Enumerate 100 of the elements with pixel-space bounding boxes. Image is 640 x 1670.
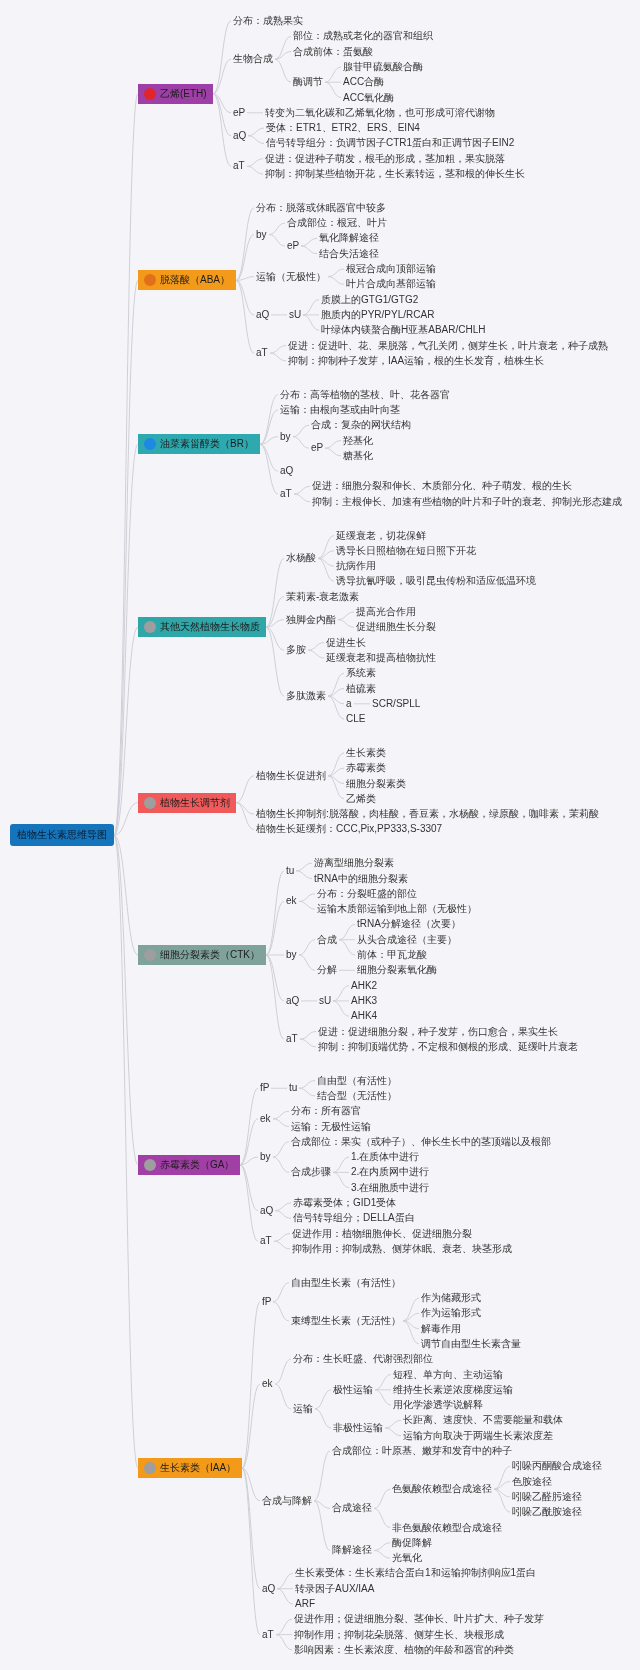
subtopic-text: 长距离、速度快、不需要能量和载体 [402, 1413, 564, 1428]
subtopic-text: 束缚型生长素（无活性） [290, 1313, 402, 1328]
connector-line [274, 1210, 292, 1219]
subtopic-text: 运输（无极性） [255, 269, 327, 284]
connector-line [332, 1156, 350, 1173]
connector-line [374, 1374, 392, 1391]
connector-line [274, 51, 292, 60]
connector-line [324, 447, 342, 457]
subtopic-text: 糖基化 [342, 448, 374, 463]
subtopic-text: 延缓衰老和提高植物抗性 [325, 650, 437, 665]
subtopic-text: 分布：脱落或休眠器官中较多 [255, 200, 387, 215]
connector-line [275, 1618, 293, 1636]
subtopic-text: 合成前体：蛋氨酸 [292, 44, 374, 59]
connector-line [298, 939, 316, 956]
subtopic-text: aT [259, 1234, 273, 1249]
connector-line [259, 436, 279, 445]
connector-line [212, 58, 232, 95]
subtopic-text: 2.在内质网中进行 [350, 1165, 431, 1180]
subtopic-text: 促进：细胞分裂和伸长、木质部分化、种子萌发、根的生长 [311, 479, 573, 494]
subtopic-text: 分解 [316, 963, 338, 978]
subtopic-text: 赤霉素类 [345, 761, 387, 776]
subtopic-text: 乙烯类 [345, 791, 377, 806]
connector-line [324, 440, 342, 449]
connector-line [300, 245, 318, 255]
subtopic-text: 光氧化 [391, 1551, 423, 1566]
subtopic-text: 胞质内的PYR/PYL/RCAR [320, 307, 436, 322]
connector-line [212, 20, 232, 95]
subtopic-text: 酶调节 [292, 75, 324, 90]
subtopic-text: 促进：促进细胞分裂，种子发芽，伤口愈合，果实生长 [317, 1024, 559, 1039]
connector-line [313, 1500, 331, 1551]
connector-line [274, 1202, 292, 1212]
connector-line [269, 345, 287, 354]
subtopic-text: 部位：成熟或老化的器官和组织 [292, 29, 434, 44]
connector-line [259, 443, 279, 495]
connector-line [275, 1634, 293, 1651]
branch-label: 生长素类（IAA） [160, 1461, 237, 1476]
connector-line [327, 268, 345, 278]
connector-line [298, 1080, 316, 1089]
subtopic-text: 运输：无极性运输 [290, 1119, 372, 1134]
connector-line [259, 394, 279, 445]
subtopic-text: sU [318, 993, 333, 1008]
central-topic-box: 植物生长素思维导图 [10, 824, 114, 847]
subtopic-text: aT [285, 1032, 299, 1047]
subtopic-text: 分布：所有器官 [290, 1104, 362, 1119]
connector-line [265, 596, 285, 628]
connector-line [239, 1164, 259, 1212]
subtopic-text: 合成途径 [331, 1501, 373, 1516]
subtopic-text: by [259, 1150, 272, 1165]
subtopic-text: 细胞分裂素氧化酶 [356, 963, 438, 978]
subtopic-text: 质膜上的GTG1/GTG2 [320, 292, 420, 307]
connector-line [402, 1320, 420, 1345]
subtopic-text: SCR/SPLL [371, 696, 422, 711]
subtopic-text: eP [286, 239, 301, 254]
subtopic-text: 细胞分裂素类 [345, 776, 407, 791]
subtopic-text: tRNA中的细胞分裂素 [313, 871, 409, 886]
subtopic-text: aT [255, 346, 269, 361]
connector-line [235, 802, 255, 830]
connector-line [314, 1389, 332, 1410]
subtopic-text: 解毒作用 [420, 1321, 462, 1336]
subtopic-text: 影响因素：生长素浓度、植物的年龄和器官的种类 [293, 1642, 515, 1657]
connector-line [374, 1389, 392, 1406]
connector-line [113, 626, 139, 836]
branch-label: 其他天然植物生长物质 [160, 620, 260, 635]
subtopic-text: 抑制：抑制种子发芽，IAA运输，根的生长发育，植株生长 [287, 353, 546, 368]
connector-line [293, 493, 311, 503]
subtopic-text: 促进生长 [325, 635, 367, 650]
subtopic-text: AHK4 [350, 1009, 379, 1024]
connector-line [268, 234, 286, 247]
subtopic-text: aQ [261, 1581, 277, 1596]
subtopic-text: aQ [255, 307, 271, 322]
connector-line [235, 802, 255, 815]
connector-line [295, 862, 313, 872]
subtopic-text: 自由型生长素（有活性） [290, 1275, 402, 1290]
subtopic-text: 合成 [316, 932, 338, 947]
subtopic-text: 转录因子AUX/IAA [294, 1581, 376, 1596]
subtopic-text: 延缓衰老，切花保鲜 [335, 528, 427, 543]
subtopic-text: 合成部位：根冠、叶片 [286, 216, 388, 231]
subtopic-text: 合成步骤 [290, 1165, 332, 1180]
connector-line [235, 775, 255, 804]
connector-line [273, 1233, 291, 1242]
connector-line [268, 222, 286, 236]
connector-line [276, 1572, 294, 1590]
connector-line [272, 1282, 290, 1303]
subtopic-text: 植硫素 [345, 681, 377, 696]
subtopic-text: 非极性运输 [332, 1421, 384, 1436]
subtopic-text: 分布：成熟果实 [232, 14, 304, 28]
subtopic-text: 叶片合成向基部运输 [345, 277, 437, 292]
connector-line [332, 985, 350, 1002]
connector-line [274, 1383, 292, 1410]
subtopic-text: 信号转导组分：负调节因子CTR1蛋白和正调节因子EIN2 [265, 136, 516, 151]
connector-line [327, 695, 345, 720]
subtopic-text: aT [261, 1627, 275, 1642]
subtopic-text: aQ [285, 993, 301, 1008]
connector-line [265, 954, 285, 1002]
connector-line [327, 775, 345, 800]
subtopic-text: 植物生长延缓剂：CCC,Pix,PP333,S-3307 [255, 822, 444, 837]
subtopic-text: 极性运输 [332, 1382, 374, 1397]
subtopic-text: 赤霉素受体；GID1受体 [292, 1196, 398, 1210]
connector-line [298, 893, 316, 902]
connector-line [295, 870, 313, 879]
